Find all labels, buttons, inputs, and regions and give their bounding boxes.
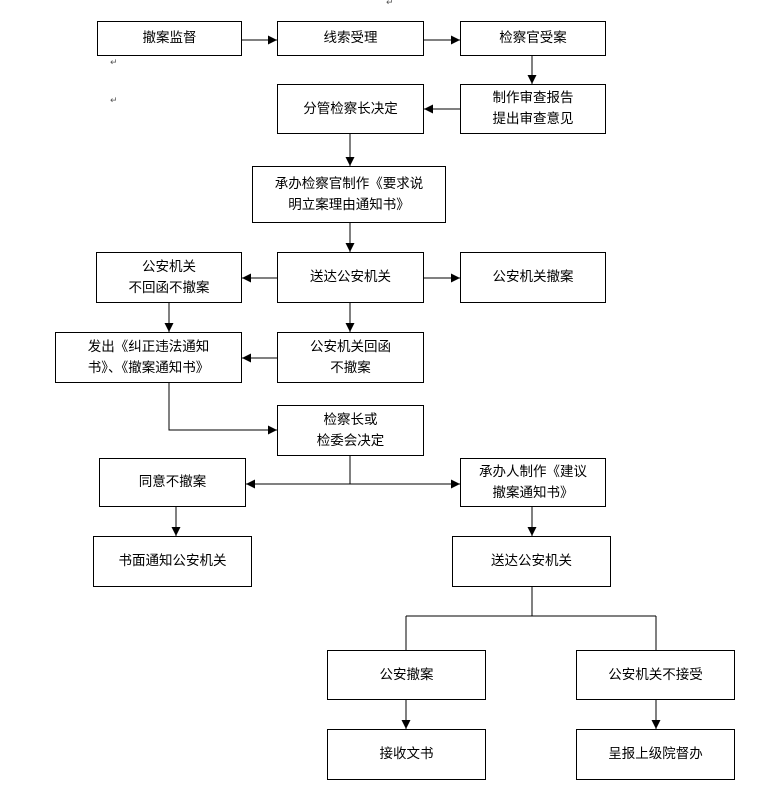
node-n10: 公安机关回函 不撤案	[277, 332, 424, 383]
node-n5-label: 分管检察长决定	[303, 100, 398, 117]
node-n7: 送达公安机关	[277, 252, 424, 303]
node-n8: 公安机关 不回函不撤案	[96, 252, 242, 303]
node-n10-label: 公安机关回函 不撤案	[310, 338, 391, 376]
node-n13: 同意不撤案	[99, 458, 246, 507]
node-n12: 检察长或 检委会决定	[277, 405, 424, 456]
node-n3: 检察官受案	[460, 21, 606, 56]
node-n18: 公安机关不接受	[576, 650, 735, 700]
connector-n11-n12	[168, 383, 277, 435]
node-n16: 送达公安机关	[452, 536, 611, 587]
node-n11-label: 发出《纠正违法通知 书》、《撤案通知书》	[87, 338, 210, 376]
node-n17-label: 公安撤案	[379, 666, 434, 683]
node-n19-label: 接收文书	[379, 746, 434, 762]
node-n16-label: 送达公安机关	[491, 553, 572, 569]
node-n6: 承办检察官制作《要求说 明立案理由通知书》	[252, 166, 446, 223]
paragraph-mark: ↵	[386, 0, 394, 8]
node-n4-label: 制作审查报告 提出审查意见	[492, 90, 574, 127]
node-n15-label: 书面通知公安机关	[118, 553, 227, 569]
node-n2: 线索受理	[277, 21, 424, 56]
node-n9-label: 公安机关撤案	[492, 269, 574, 285]
node-n19: 接收文书	[327, 729, 486, 780]
paragraph-mark: ↵	[110, 96, 118, 106]
node-n12-label: 检察长或 检委会决定	[316, 411, 385, 449]
node-n8-label: 公安机关 不回函不撤案	[128, 258, 210, 296]
node-n3-label: 检察官受案	[499, 30, 567, 46]
node-n14: 承办人制作《建议 撤案通知书》	[460, 458, 606, 507]
node-n7-label: 送达公安机关	[310, 269, 391, 285]
node-n18-label: 公安机关不接受	[608, 666, 703, 683]
node-n1-label: 撤案监督	[142, 30, 197, 46]
node-n2-label: 线索受理	[323, 30, 378, 46]
paragraph-mark: ↵	[110, 58, 118, 68]
node-n1: 撤案监督	[97, 21, 242, 56]
node-n13-label: 同意不撤案	[138, 474, 207, 490]
node-n20: 呈报上级院督办	[576, 729, 735, 780]
node-n17: 公安撤案	[327, 650, 486, 700]
node-n5: 分管检察长决定	[277, 84, 424, 134]
node-n14-label: 承办人制作《建议 撤案通知书》	[479, 463, 587, 501]
node-n15: 书面通知公安机关	[93, 536, 252, 587]
node-n20-label: 呈报上级院督办	[608, 746, 703, 762]
node-n4: 制作审查报告 提出审查意见	[460, 84, 606, 134]
node-n9: 公安机关撤案	[460, 252, 606, 303]
node-n11: 发出《纠正违法通知 书》、《撤案通知书》	[55, 332, 242, 383]
node-n6-label: 承办检察官制作《要求说 明立案理由通知书》	[274, 175, 424, 213]
